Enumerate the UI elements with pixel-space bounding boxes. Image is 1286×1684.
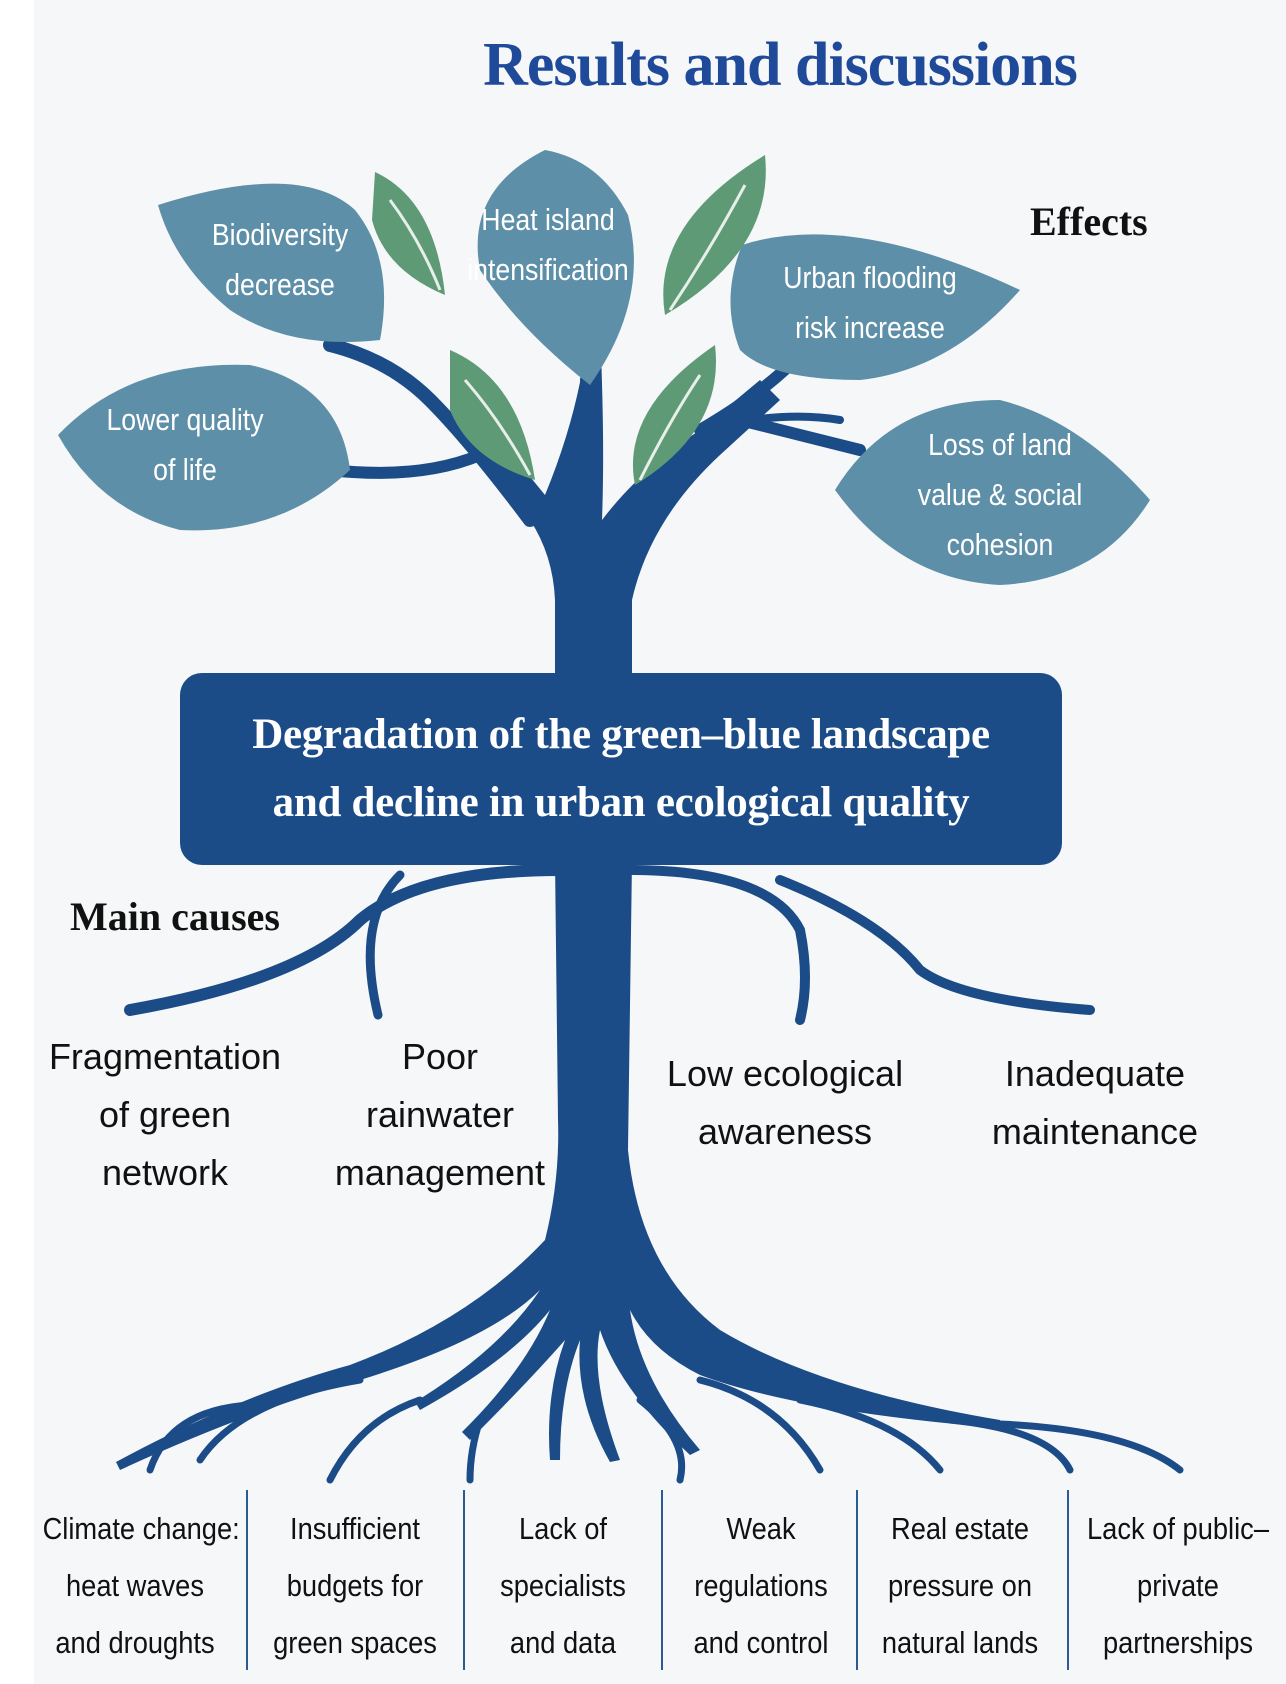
root-cause-lack-of-partnerships: Lack of public– private partnerships: [1087, 1511, 1269, 1660]
divider-4: [856, 1490, 858, 1670]
branch-landvalue: [734, 414, 866, 456]
root-maintenance: [775, 875, 1095, 1015]
root-c: [466, 1416, 484, 1484]
effect-heat-island-intensification: Heat island intensification: [467, 202, 629, 287]
leaf-urban-flooding: [730, 234, 1020, 380]
effect-urban-flooding-risk: Urban flooding risk increase: [783, 260, 957, 345]
cause-fragmentation: Fragmentation of green network: [48, 1036, 282, 1193]
lower-roots: [146, 1376, 1184, 1484]
root-cause-real-estate-pressure: Real estate pressure on natural lands: [881, 1511, 1039, 1660]
decor-leaf-vein-3: [463, 379, 532, 476]
root-b: [326, 1396, 424, 1484]
core-problem-line-2: and decline in urban ecological quality: [272, 779, 970, 826]
root-low-awareness: [623, 865, 810, 1025]
branch-biodiversity: [323, 338, 537, 527]
root-d: [696, 1376, 824, 1474]
branch-twig-right: [696, 412, 844, 434]
leaf-land-value: [835, 400, 1150, 585]
trunk-upper: [475, 330, 780, 680]
root-i: [636, 1396, 686, 1484]
root-f: [946, 1416, 1074, 1474]
main-causes-label: Main causes: [70, 894, 280, 939]
root-e: [796, 1396, 944, 1474]
divider-3: [661, 1490, 663, 1670]
effect-loss-of-land-value: Loss of land value & social cohesion: [917, 427, 1083, 562]
decor-leaf-vein-1: [388, 199, 442, 291]
divider-2: [463, 1490, 465, 1670]
divider-1: [246, 1490, 248, 1670]
leaf-lower-quality: [58, 364, 350, 531]
branch-heat: [580, 372, 601, 448]
root-a: [196, 1376, 364, 1464]
root-cause-weak-regulations: Weak regulations and control: [693, 1511, 829, 1660]
decor-leaf-vein-2: [668, 184, 747, 311]
core-problem-banner: Degradation of the green–blue landscape …: [180, 673, 1062, 865]
trunk-lower: [116, 860, 1000, 1470]
root-cause-insufficient-budgets: Insufficient budgets for green spaces: [273, 1511, 437, 1660]
root-cause-lack-of-specialists: Lack of specialists and data: [500, 1511, 626, 1660]
leaf-heat-island: [477, 150, 634, 385]
cause-poor-rainwater: Poor rainwater management: [334, 1036, 546, 1193]
effect-lower-quality-of-life: Lower quality of life: [106, 402, 264, 487]
effect-leaves: [58, 150, 1150, 585]
root-g: [996, 1420, 1184, 1474]
leaf-biodiversity: [158, 183, 385, 342]
cause-low-awareness: Low ecological awareness: [666, 1053, 904, 1152]
core-problem-line-1: Degradation of the green–blue landscape: [252, 711, 990, 758]
effect-biodiversity-decrease: Biodiversity decrease: [211, 217, 349, 302]
main-roots: [124, 864, 1095, 1025]
root-h: [146, 1401, 254, 1474]
decor-leaf-veins: [388, 184, 747, 481]
effects-label: Effects: [1030, 199, 1148, 244]
branch-quality: [324, 449, 486, 479]
page-title: Results and discussions: [483, 31, 1078, 99]
root-cause-climate-change: Climate change: heat waves and droughts: [42, 1511, 240, 1660]
root-poor-rainwater: [365, 870, 405, 1020]
decor-leaf-vein-4: [638, 374, 702, 481]
root-fragmentation: [124, 864, 566, 1016]
divider-5: [1067, 1490, 1069, 1670]
tree-body: [116, 330, 1000, 1470]
cause-inadequate-maintenance: Inadequate maintenance: [991, 1053, 1199, 1152]
